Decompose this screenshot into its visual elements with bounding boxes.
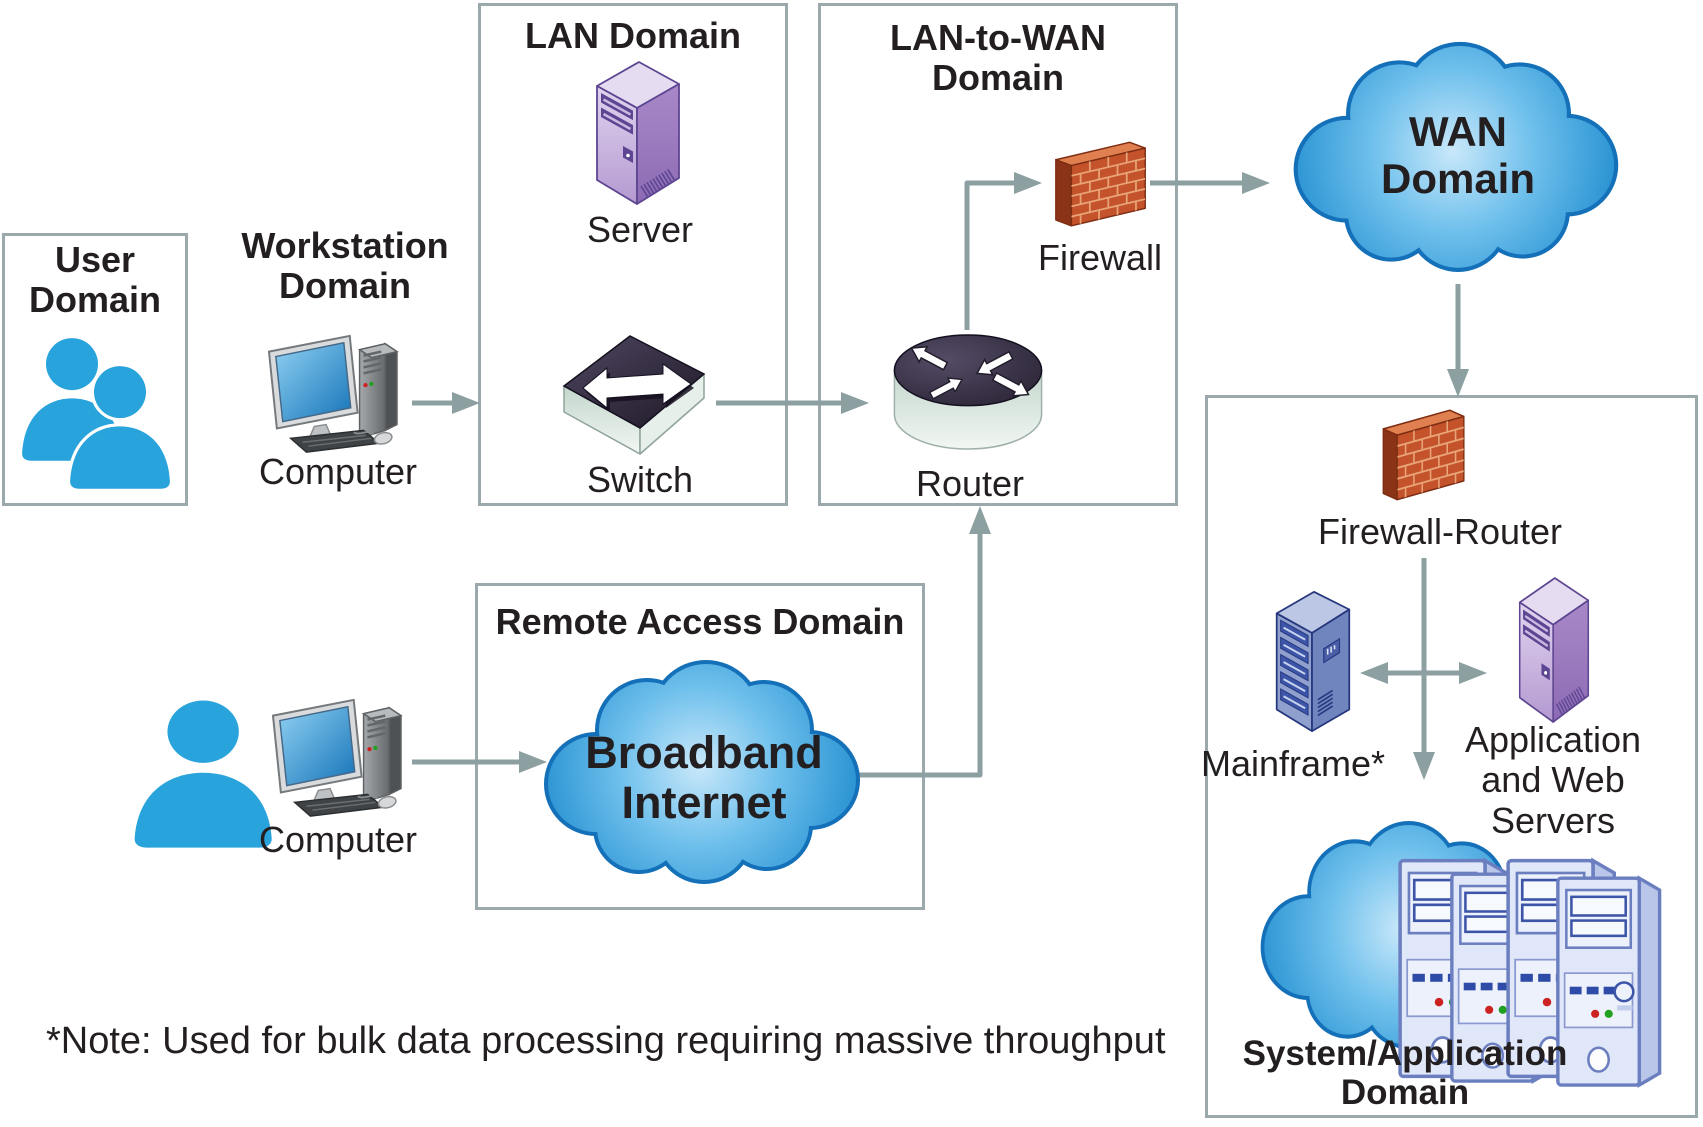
switch-icon <box>563 335 705 455</box>
remote-computer-label: Computer <box>258 819 418 860</box>
switch-label: Switch <box>586 459 694 500</box>
firewall-label: Firewall <box>1037 237 1163 278</box>
user-domain-box <box>2 233 188 506</box>
server-label: Server <box>586 209 694 250</box>
user-icon <box>134 700 272 848</box>
application-web-servers-label: Application and Web Servers <box>1464 719 1642 841</box>
wan-domain-title: WAN Domain <box>1380 108 1536 203</box>
cloud-server-tower-4 <box>1556 877 1661 1087</box>
workstation-computer-label: Computer <box>258 451 418 492</box>
firewall-router-label: Firewall-Router <box>1317 511 1563 552</box>
lan-to-wan-domain-title: LAN-to-WAN Domain <box>890 17 1106 99</box>
system-application-domain-title: System/Application Domain <box>1242 1034 1568 1113</box>
router-label: Router <box>915 463 1025 504</box>
remote-computer-icon <box>271 698 403 818</box>
two-users-icon <box>12 334 178 490</box>
firewall-router-icon <box>1378 404 1470 510</box>
application-web-servers-icon <box>1518 576 1590 724</box>
mainframe-icon <box>1275 590 1351 733</box>
broadband-internet-label: Broadband Internet <box>585 727 823 829</box>
mainframe-label: Mainframe* <box>1200 743 1386 784</box>
lan-domain-box <box>478 3 788 506</box>
server-icon <box>595 60 681 206</box>
workstation-domain-title: Workstation Domain <box>241 225 449 307</box>
remote-access-domain-title: Remote Access Domain <box>495 601 905 642</box>
note-text: *Note: Used for bulk data processing req… <box>46 1020 1166 1062</box>
user-domain-title: User Domain <box>28 239 162 321</box>
workstation-computer-icon <box>267 334 399 454</box>
lan-to-wan-domain-box <box>818 3 1178 506</box>
firewall-icon <box>1050 136 1152 236</box>
router-icon <box>891 330 1045 456</box>
lan-domain-title: LAN Domain <box>525 15 741 56</box>
